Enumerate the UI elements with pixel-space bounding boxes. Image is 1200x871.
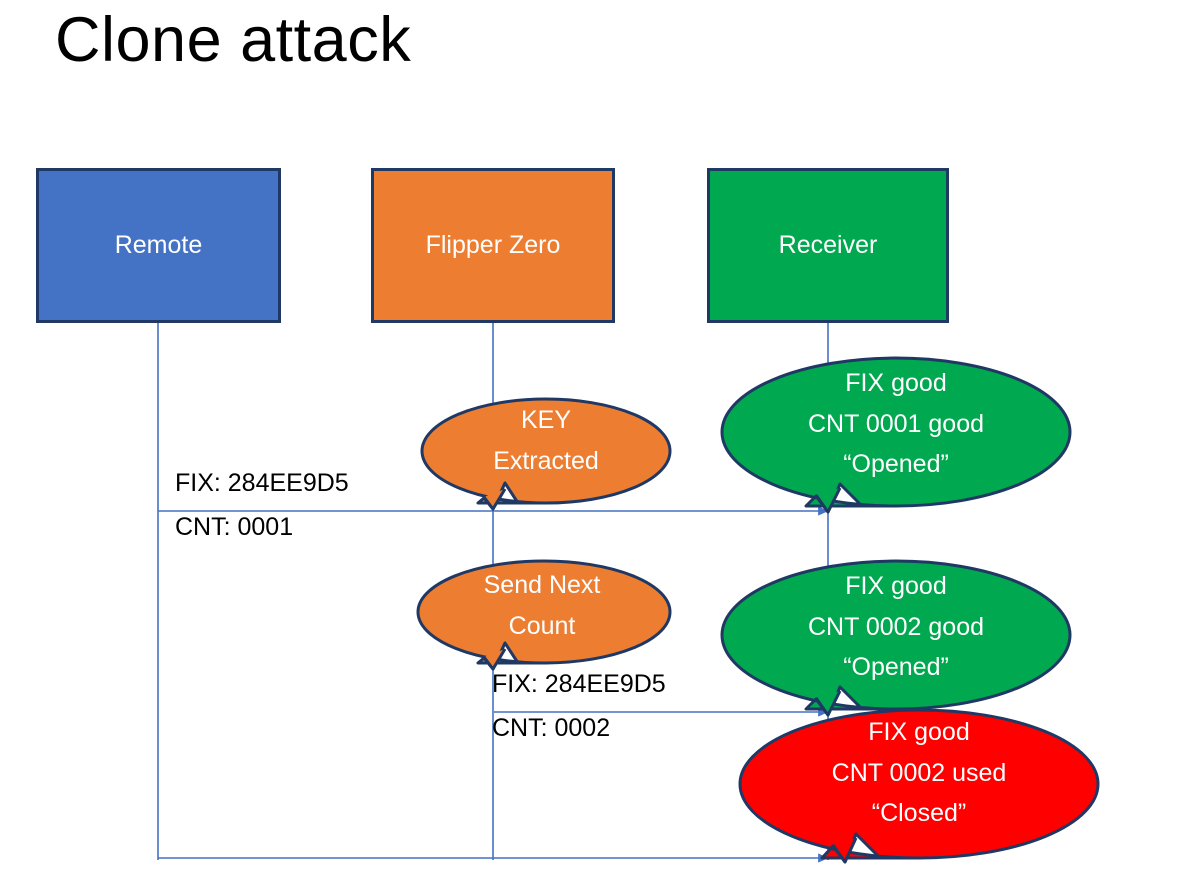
actor-label-flipper-zero: Flipper Zero — [425, 231, 561, 259]
message-arrows — [158, 506, 829, 863]
actor-box-flipper-zero[interactable]: Flipper Zero — [371, 168, 615, 323]
page-title: Clone attack — [55, 5, 412, 75]
message-label-cnt-1: CNT: 0001 — [175, 513, 294, 541]
actor-label-remote: Remote — [114, 231, 203, 259]
actor-box-remote[interactable]: Remote — [36, 168, 281, 323]
message-label-cnt-2: CNT: 0002 — [492, 714, 611, 742]
message-label-fix-1: FIX: 284EE9D5 — [175, 469, 349, 497]
actor-label-receiver: Receiver — [778, 231, 878, 259]
callout-send-next-count-shape — [416, 559, 672, 671]
callout-receiver-ok-1-shape — [720, 356, 1072, 514]
callout-key-extracted-shape — [420, 397, 672, 511]
actor-box-receiver[interactable]: Receiver — [707, 168, 949, 323]
message-label-fix-2: FIX: 284EE9D5 — [492, 670, 666, 698]
callout-receiver-fail-shape — [738, 708, 1100, 864]
callout-receiver-ok-2-shape — [720, 559, 1072, 717]
